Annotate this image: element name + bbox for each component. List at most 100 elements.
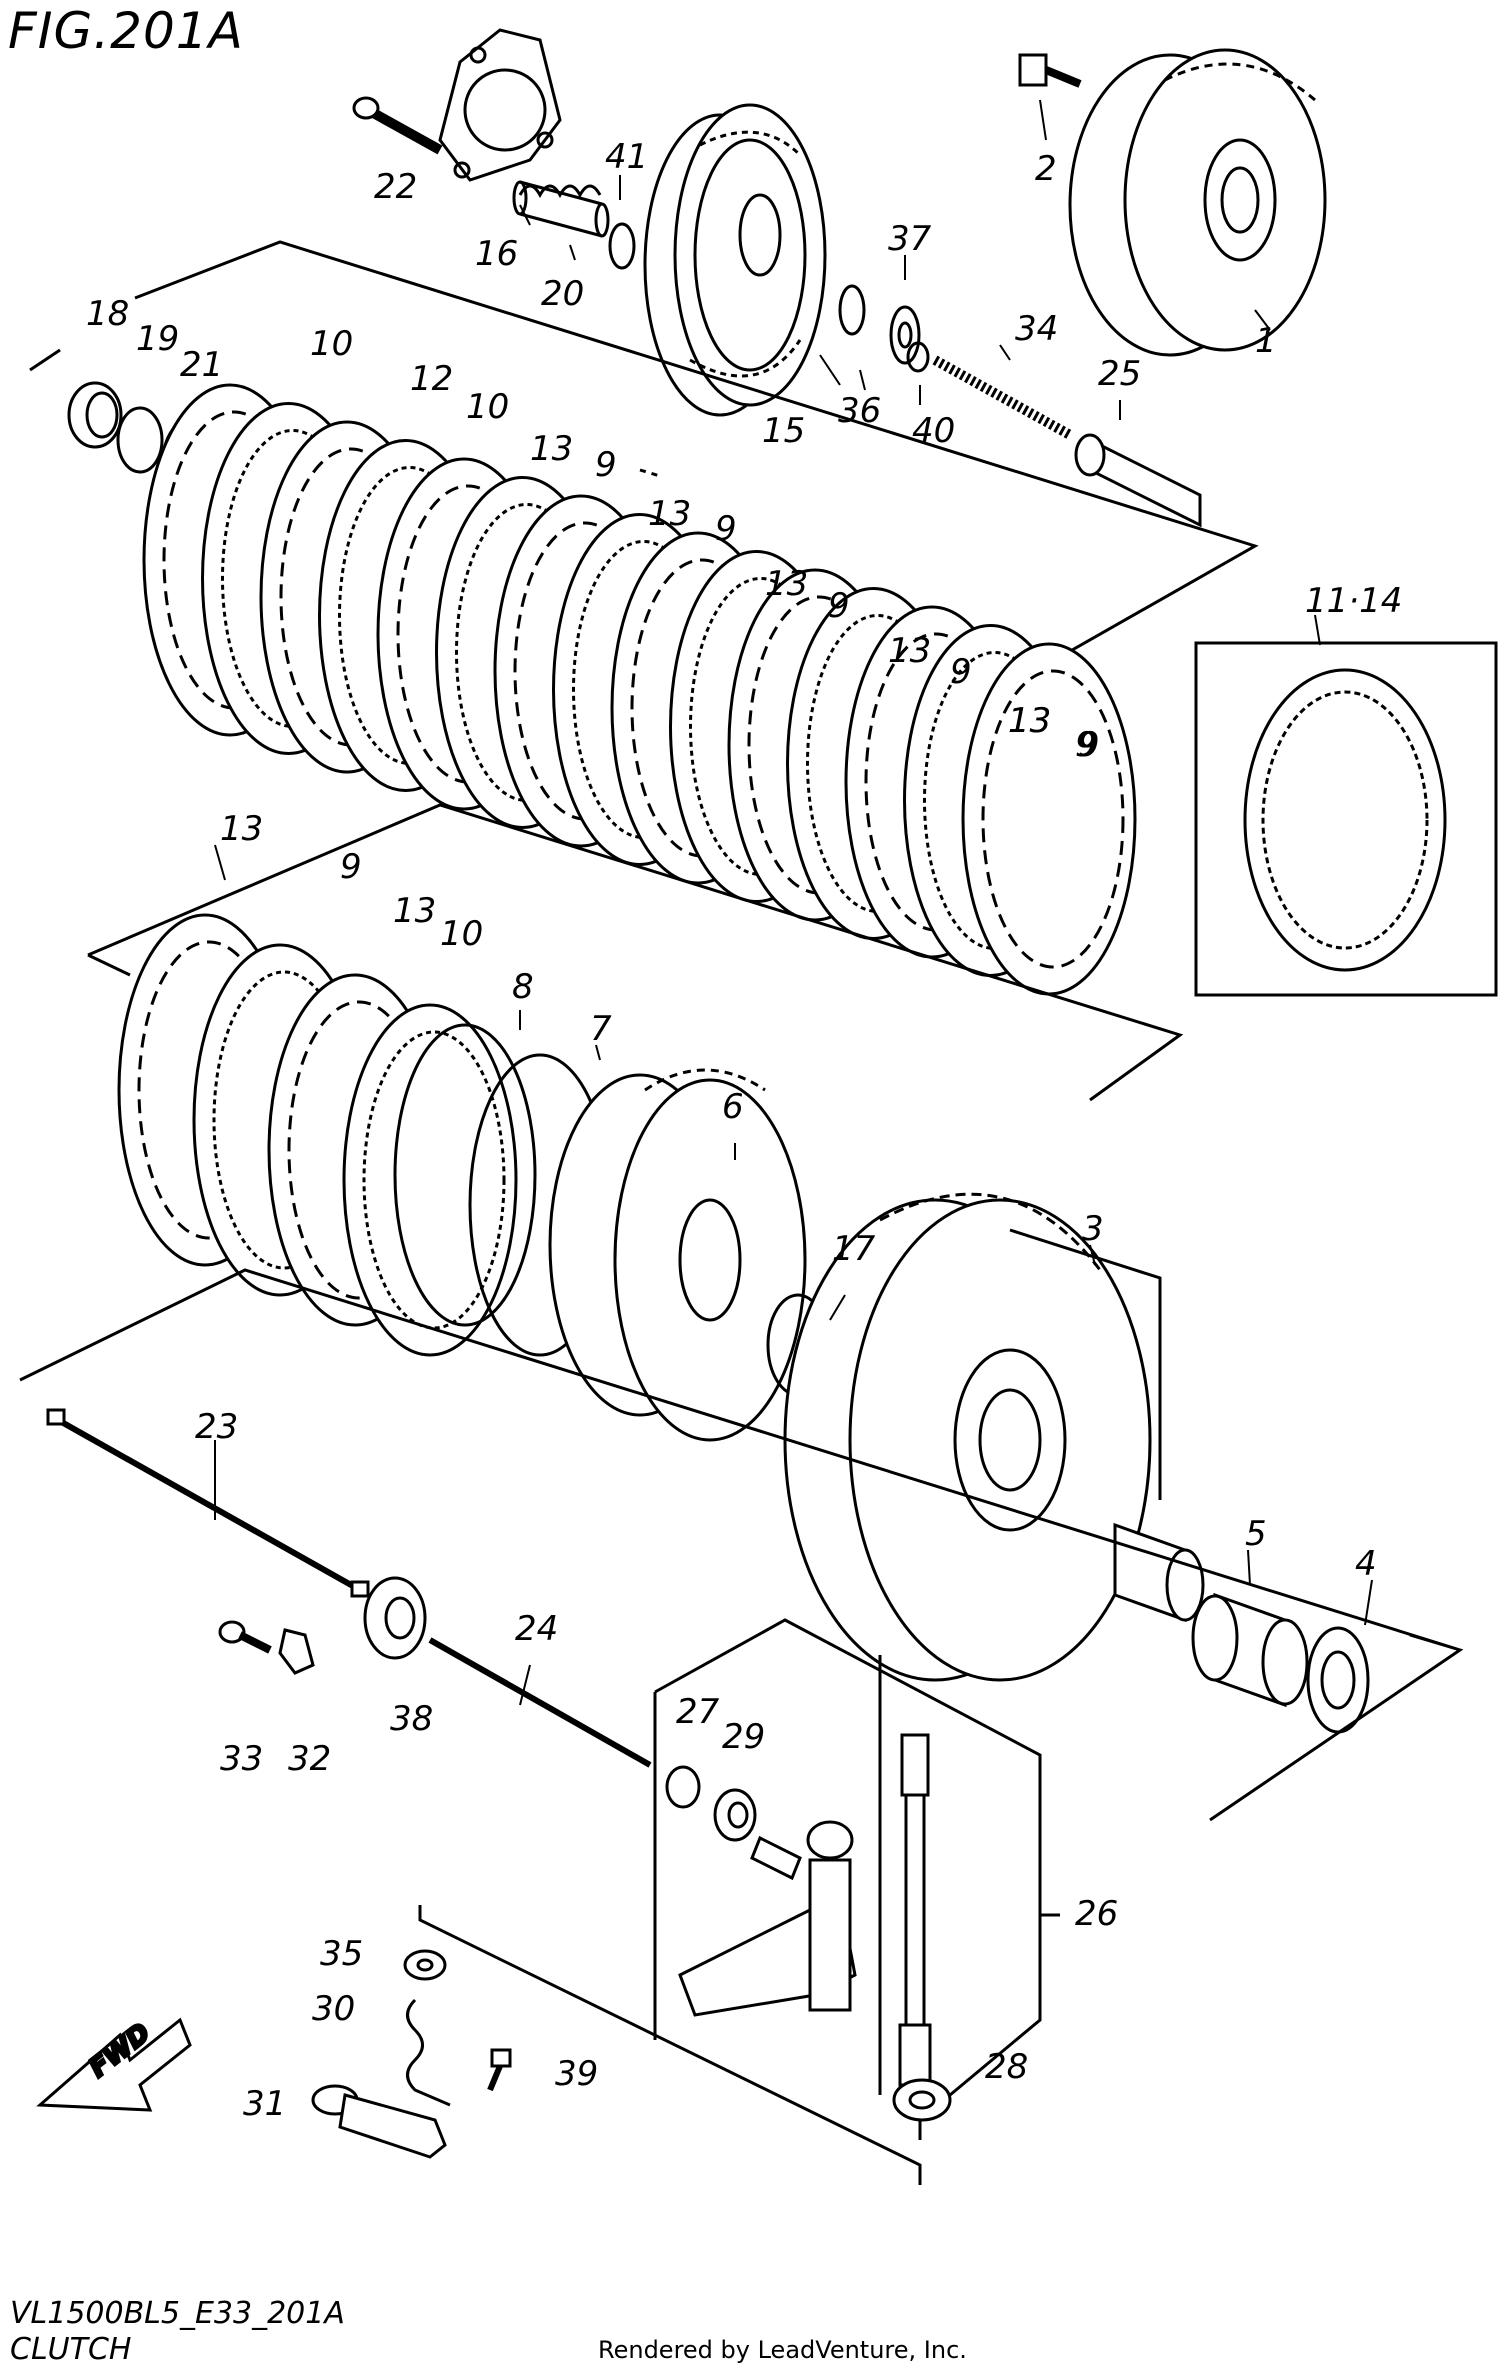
callout-c25: 25: [1098, 354, 1141, 394]
leader-lines: [214, 99, 1373, 1706]
clutch-spring: [512, 180, 610, 238]
callout-c4: 4: [1355, 1544, 1377, 1584]
callout-c32: 32: [288, 1739, 331, 1779]
pressure-plate: [643, 103, 827, 417]
callout-c13c: 13: [765, 564, 808, 604]
steel-plate: [342, 1003, 518, 1357]
lower-clutch-plate-stack: [117, 913, 518, 1357]
callout-c16: 16: [475, 234, 518, 274]
callout-c13a: 13: [530, 429, 573, 469]
callout-c17: 17: [832, 1229, 876, 1269]
oil-seal-38: [363, 1576, 427, 1660]
friction-plate: [961, 642, 1137, 996]
callout-c10a: 10: [310, 324, 353, 364]
callout-c9g: 9: [1078, 725, 1100, 765]
callout-c20: 20: [541, 274, 584, 314]
primary-driven-gear-3: [783, 1192, 1152, 1682]
washer-19: [116, 406, 164, 474]
release-arm: [678, 1820, 857, 2017]
callout-c30: 30: [312, 1989, 355, 2029]
callout-c13d: 13: [888, 631, 931, 671]
callout-c13f: 13: [220, 809, 263, 849]
upper-clutch-plate-stack: [142, 383, 1137, 996]
bearing-37: [889, 305, 921, 365]
model-code: VL1500BL5_E33_201A: [10, 2296, 345, 2331]
o-ring-27: [665, 1765, 701, 1809]
callout-c34: 34: [1015, 309, 1058, 349]
callout-c9a: 9: [595, 445, 617, 485]
callout-c40: 40: [912, 411, 955, 451]
callout-c12: 12: [410, 359, 453, 399]
middle-plates-frame: [87, 803, 1184, 1102]
release-pin: [750, 1835, 802, 1881]
push-rod-23: [46, 1408, 370, 1598]
spacer-sleeve: [1113, 1522, 1205, 1623]
clutch-spring-bolt: [352, 96, 443, 155]
callout-c7: 7: [590, 1009, 612, 1049]
callout-c10b: 10: [466, 387, 509, 427]
callout-c15: 15: [762, 411, 805, 451]
bolt-33: [218, 1620, 272, 1654]
render-credit: Rendered by LeadVenture, Inc.: [598, 2336, 967, 2364]
alternative-plate-frame: [1194, 641, 1498, 997]
callout-c13h: 13: [393, 891, 436, 931]
thrust-washer-4: [1306, 1626, 1370, 1734]
spring-30: [406, 1998, 451, 2107]
callout-c19: 19: [136, 319, 179, 359]
callout-c9f: 9: [340, 847, 362, 887]
clutch-sleeve-hub-6: [548, 1068, 807, 1442]
release-lever-31: [311, 2084, 447, 2159]
release-rod-end-25: [1074, 433, 1202, 528]
diagram-title: FIG.201A: [8, 2, 244, 60]
callout-c39: 39: [555, 2054, 598, 2094]
callout-c36: 36: [838, 391, 881, 431]
needle-bearing-5: [1191, 1592, 1309, 1708]
bolt-39: [487, 2048, 512, 2092]
release-shaft: [898, 1733, 932, 2087]
callout-c10c: 10: [440, 914, 483, 954]
callout-c24: 24: [515, 1609, 558, 1649]
callout-c18: 18: [86, 294, 129, 334]
callout-c41: 41: [605, 137, 648, 177]
oil-seal-29: [713, 1788, 757, 1842]
callout-c1: 1: [1255, 321, 1277, 361]
nut-40: [906, 341, 930, 373]
callout-c27: 27: [676, 1692, 720, 1732]
plate-32: [278, 1628, 315, 1675]
section-name: CLUTCH: [10, 2332, 132, 2367]
callout-c9b: 9: [715, 509, 737, 549]
washer-35: [403, 1949, 447, 1981]
callout-c9c: 9: [828, 586, 850, 626]
callout-c9d: 9: [950, 652, 972, 692]
callout-c6: 6: [722, 1087, 744, 1127]
lower-assembly-frame: [19, 1268, 1464, 1822]
callout-c13b: 13: [648, 494, 691, 534]
callout-c13g: 13: [1008, 701, 1051, 741]
upper-plates-frame: [29, 240, 1259, 676]
lever-group-frame: [418, 1905, 922, 2185]
nut-18: [67, 381, 123, 449]
gear-3-frame: [1009, 1228, 1162, 1500]
callout-c28: 28: [985, 2047, 1028, 2087]
primary-driven-gear-outer: [1068, 48, 1327, 357]
callout-c31: 31: [243, 2084, 286, 2124]
bolt-2: [1018, 53, 1082, 88]
fwd-direction-arrow: FWD: [36, 2016, 192, 2112]
callout-c13e: 13: [1008, 701, 1051, 741]
callout-c1114: 11·14: [1305, 581, 1402, 621]
callout-c22: 22: [374, 167, 417, 207]
callout-c8: 8: [512, 967, 534, 1007]
callout-c2: 2: [1035, 149, 1057, 189]
callout-c3: 3: [1082, 1209, 1104, 1249]
callout-labels: 12345678999999910101011·1412131313131313…: [86, 137, 1402, 2124]
callout-c9e: 9: [1075, 725, 1097, 765]
push-rod-24: [428, 1637, 652, 1768]
washer-36: [838, 284, 866, 336]
callout-c29: 29: [722, 1717, 765, 1757]
adjusting-screw-34: [932, 355, 1073, 440]
plate-11-14: [1243, 668, 1447, 972]
callout-c23: 23: [195, 1407, 238, 1447]
callout-c5: 5: [1245, 1514, 1267, 1554]
callout-c38: 38: [390, 1699, 433, 1739]
